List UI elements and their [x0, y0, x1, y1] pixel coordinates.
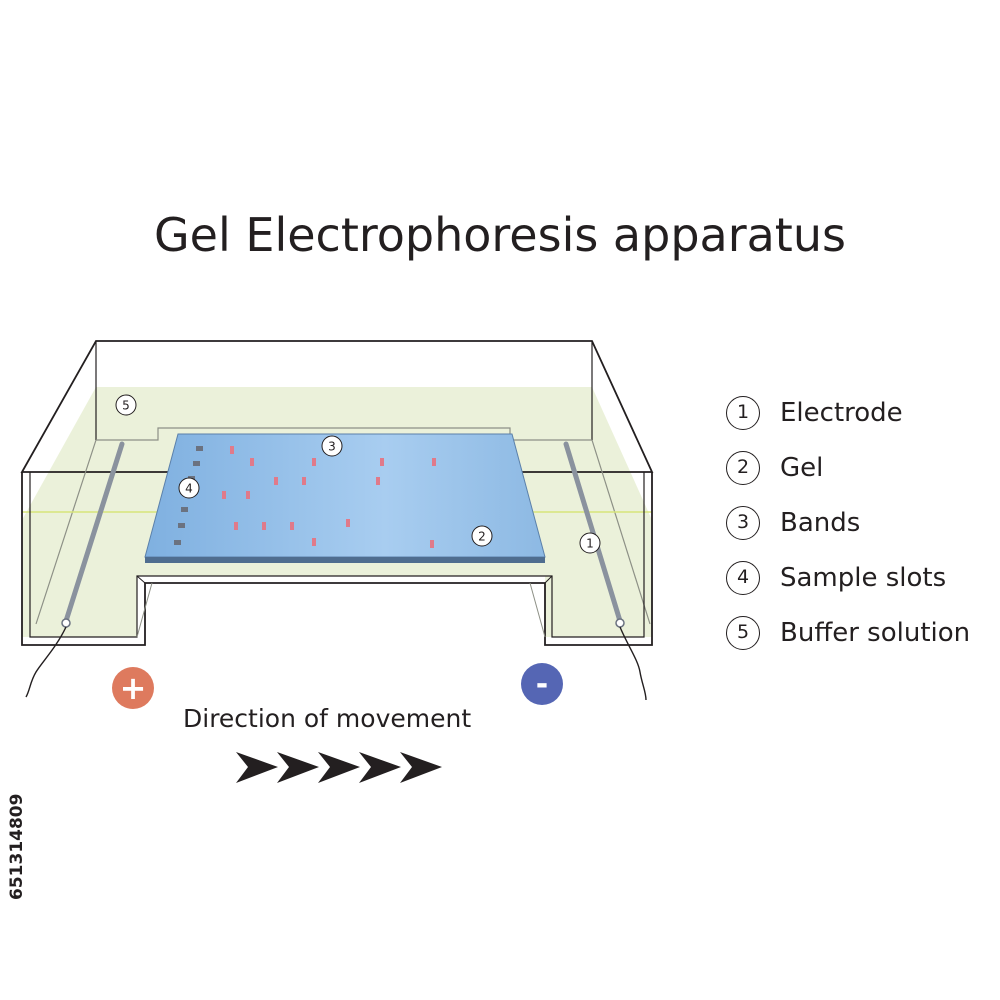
electrode-positive	[63, 441, 125, 624]
negative-sign: -	[536, 667, 548, 702]
sample-slot	[181, 507, 188, 512]
callout-bands: 3	[321, 435, 343, 457]
legend-item-bands: 3 Bands	[726, 506, 996, 561]
sample-slot	[193, 461, 200, 466]
legend-label: Bands	[780, 508, 861, 538]
legend-label: Buffer solution	[780, 618, 971, 648]
sample-slot	[174, 540, 181, 545]
arrow-chevron	[277, 752, 319, 783]
callout-electrode: 1	[579, 532, 601, 554]
band	[250, 458, 254, 466]
step-shadow-right	[529, 582, 546, 638]
electrode-connector-positive	[61, 618, 71, 628]
callout-number: 2	[478, 530, 486, 544]
tank-front-inner-outline	[29, 472, 645, 638]
bands	[222, 446, 436, 548]
gel-slab-edge	[145, 557, 545, 563]
direction-label: Direction of movement	[183, 704, 472, 733]
arrow-chevron	[400, 752, 442, 783]
legend: 1 Electrode 2 Gel 3 Bands 4 Sample slots…	[726, 396, 996, 671]
band	[312, 538, 316, 546]
legend-item-gel: 2 Gel	[726, 451, 996, 506]
page-title: Gel Electrophoresis apparatus	[154, 208, 846, 262]
band	[312, 458, 316, 466]
legend-label: Sample slots	[780, 563, 947, 593]
legend-number: 4	[726, 561, 760, 595]
band	[432, 458, 436, 466]
band	[380, 458, 384, 466]
arrow-chevron	[359, 752, 401, 783]
band	[246, 491, 250, 499]
legend-number: 1	[726, 396, 760, 430]
step-edge-right	[544, 575, 553, 584]
legend-number: 2	[726, 451, 760, 485]
tank-inner-floor	[96, 427, 592, 441]
negative-terminal: -	[521, 663, 563, 705]
tank-front-outline	[21, 472, 653, 646]
band	[230, 446, 234, 454]
arrow-chevron	[236, 752, 278, 783]
wire-positive	[25, 626, 67, 698]
electrode-connector-negative	[615, 618, 625, 628]
legend-item-sample-slots: 4 Sample slots	[726, 561, 996, 616]
positive-sign: +	[120, 669, 147, 707]
legend-number: 5	[726, 616, 760, 650]
band	[234, 522, 238, 530]
step-shadow-left	[136, 582, 153, 638]
callout-sample-slots: 4	[178, 477, 200, 499]
legend-label: Gel	[780, 453, 824, 483]
inner-edge-left	[35, 439, 97, 625]
wire-negative	[619, 626, 647, 701]
callout-number: 5	[122, 399, 130, 413]
electrode-negative	[563, 441, 623, 624]
callout-number: 3	[328, 440, 336, 454]
band	[430, 540, 434, 548]
sample-slot	[178, 523, 185, 528]
legend-label: Electrode	[780, 398, 903, 428]
band	[262, 522, 266, 530]
callout-gel: 2	[471, 525, 493, 547]
band	[222, 491, 226, 499]
legend-item-buffer-solution: 5 Buffer solution	[726, 616, 996, 671]
inner-edge-right	[591, 439, 651, 625]
step-edge-left	[136, 575, 146, 584]
band	[346, 519, 350, 527]
band	[302, 477, 306, 485]
arrow-chevron	[318, 752, 360, 783]
band	[274, 477, 278, 485]
sample-slot	[196, 446, 203, 451]
legend-item-electrode: 1 Electrode	[726, 396, 996, 451]
positive-terminal: +	[112, 667, 154, 709]
legend-number: 3	[726, 506, 760, 540]
direction-arrows	[236, 752, 442, 783]
callout-buffer-solution: 5	[115, 394, 137, 416]
callout-number: 4	[185, 482, 193, 496]
stock-image-id: 651314809	[7, 793, 27, 900]
band	[376, 477, 380, 485]
band	[290, 522, 294, 530]
callout-number: 1	[586, 537, 594, 551]
